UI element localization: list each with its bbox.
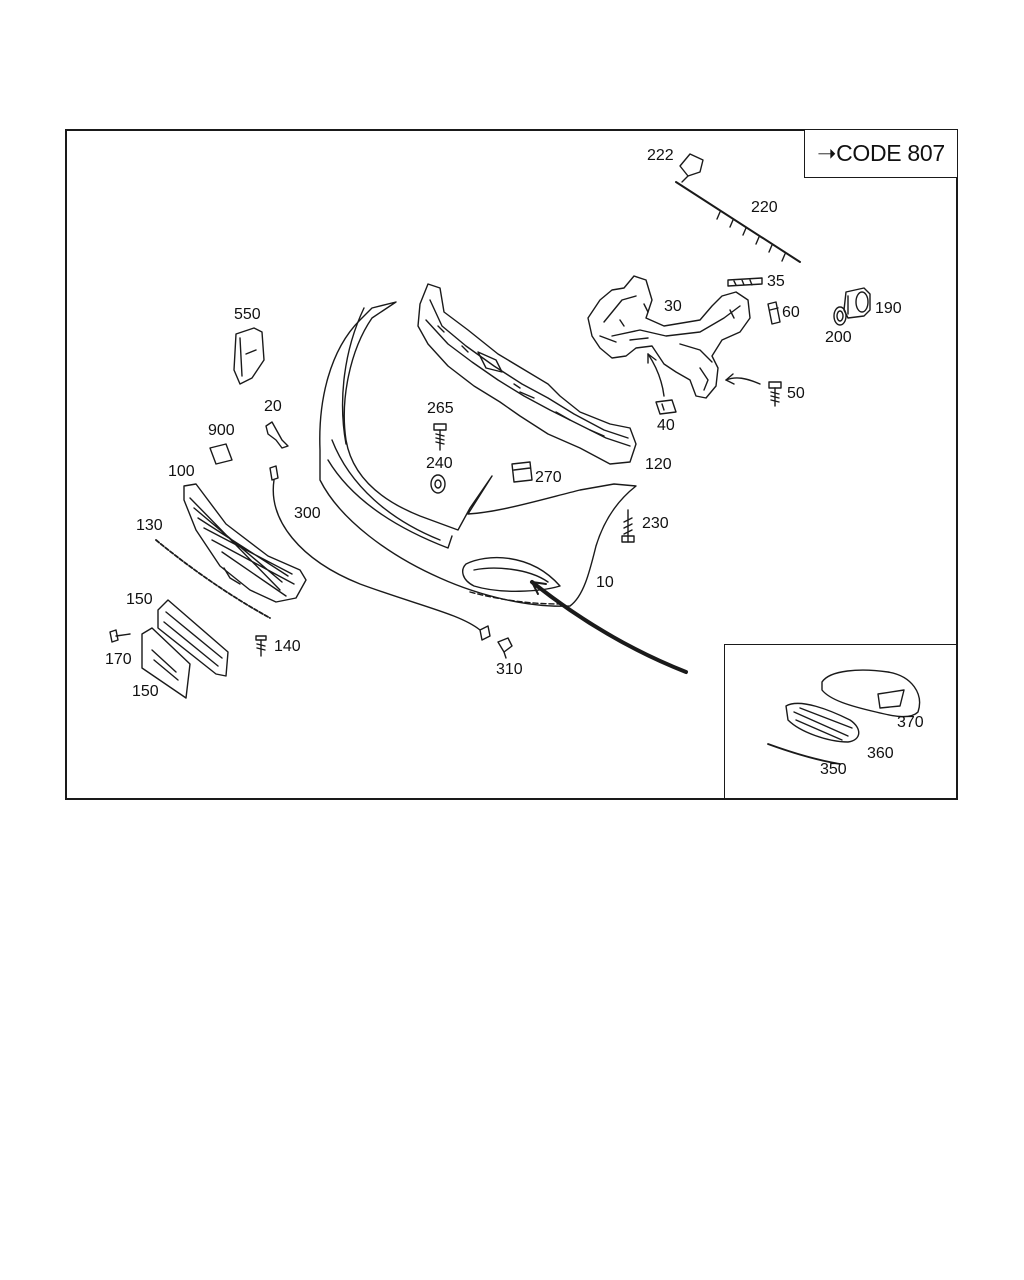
code-text: CODE 807: [836, 140, 945, 166]
part-220-wiring-harness: [675, 181, 801, 263]
callout-50: 50: [787, 385, 805, 402]
callout-40: 40: [657, 417, 675, 434]
part-30-mounting-bracket: [587, 275, 751, 399]
callout-200: 200: [825, 329, 852, 346]
part-20-clip: [265, 421, 289, 449]
part-150-plate-bracket: [157, 599, 229, 677]
part-240-nut: [430, 474, 446, 494]
callout-190: 190: [875, 300, 902, 317]
part-100-lower-grille: [183, 483, 307, 603]
part-270-pad: [511, 461, 533, 483]
part-350-strip: [767, 743, 841, 765]
arrow-50: [725, 377, 761, 385]
diagram-frame: [65, 129, 958, 800]
part-60-clip: [767, 301, 781, 325]
callout-30: 30: [664, 298, 682, 315]
part-50-screw: [768, 381, 782, 407]
callout-900: 900: [208, 422, 235, 439]
part-150-plate: [141, 627, 191, 699]
callout-150-upper: 150: [126, 591, 153, 608]
code-807-box: ➝CODE 807: [804, 129, 958, 178]
callout-170: 170: [105, 651, 132, 668]
callout-350: 350: [820, 761, 847, 778]
part-300-cable: [269, 465, 491, 641]
part-222-label-tag: [679, 153, 704, 183]
part-550-bracket: [233, 327, 265, 385]
part-130-trim-strip: [155, 539, 271, 619]
callout-300: 300: [294, 505, 321, 522]
callout-550: 550: [234, 306, 261, 323]
part-200-sensor-ring: [833, 306, 847, 326]
callout-265: 265: [427, 400, 454, 417]
part-900-label: [209, 443, 233, 465]
callout-100: 100: [168, 463, 195, 480]
callout-35: 35: [767, 273, 785, 290]
part-370-frame: [821, 669, 921, 718]
part-230-screw: [621, 509, 635, 543]
arrow-40: [647, 353, 665, 397]
callout-240: 240: [426, 455, 453, 472]
part-265-bolt: [433, 423, 447, 451]
part-140-clip: [255, 635, 267, 657]
part-310-grommet: [497, 637, 513, 659]
callout-310: 310: [496, 661, 523, 678]
part-170-screw: [109, 629, 131, 643]
callout-222: 222: [647, 147, 674, 164]
part-10-bumper-cover: [319, 301, 637, 607]
part-360-grille: [785, 702, 860, 743]
callout-220: 220: [751, 199, 778, 216]
callout-140: 140: [274, 638, 301, 655]
part-35-clip: [727, 277, 763, 287]
callout-360: 360: [867, 745, 894, 762]
part-120-bumper-carrier: [417, 283, 637, 465]
callout-120: 120: [645, 456, 672, 473]
callout-130: 130: [136, 517, 163, 534]
callout-20: 20: [264, 398, 282, 415]
callout-370: 370: [897, 714, 924, 731]
inset-detail-box: [724, 644, 958, 800]
callout-230: 230: [642, 515, 669, 532]
part-190-parking-sensor: [843, 287, 871, 319]
callout-60: 60: [782, 304, 800, 321]
part-40-clip: [655, 399, 677, 415]
code-label: ➝CODE 807: [817, 140, 945, 166]
callout-150-lower: 150: [132, 683, 159, 700]
arrow-10: [530, 580, 688, 674]
callout-10: 10: [596, 574, 614, 591]
callout-270: 270: [535, 469, 562, 486]
